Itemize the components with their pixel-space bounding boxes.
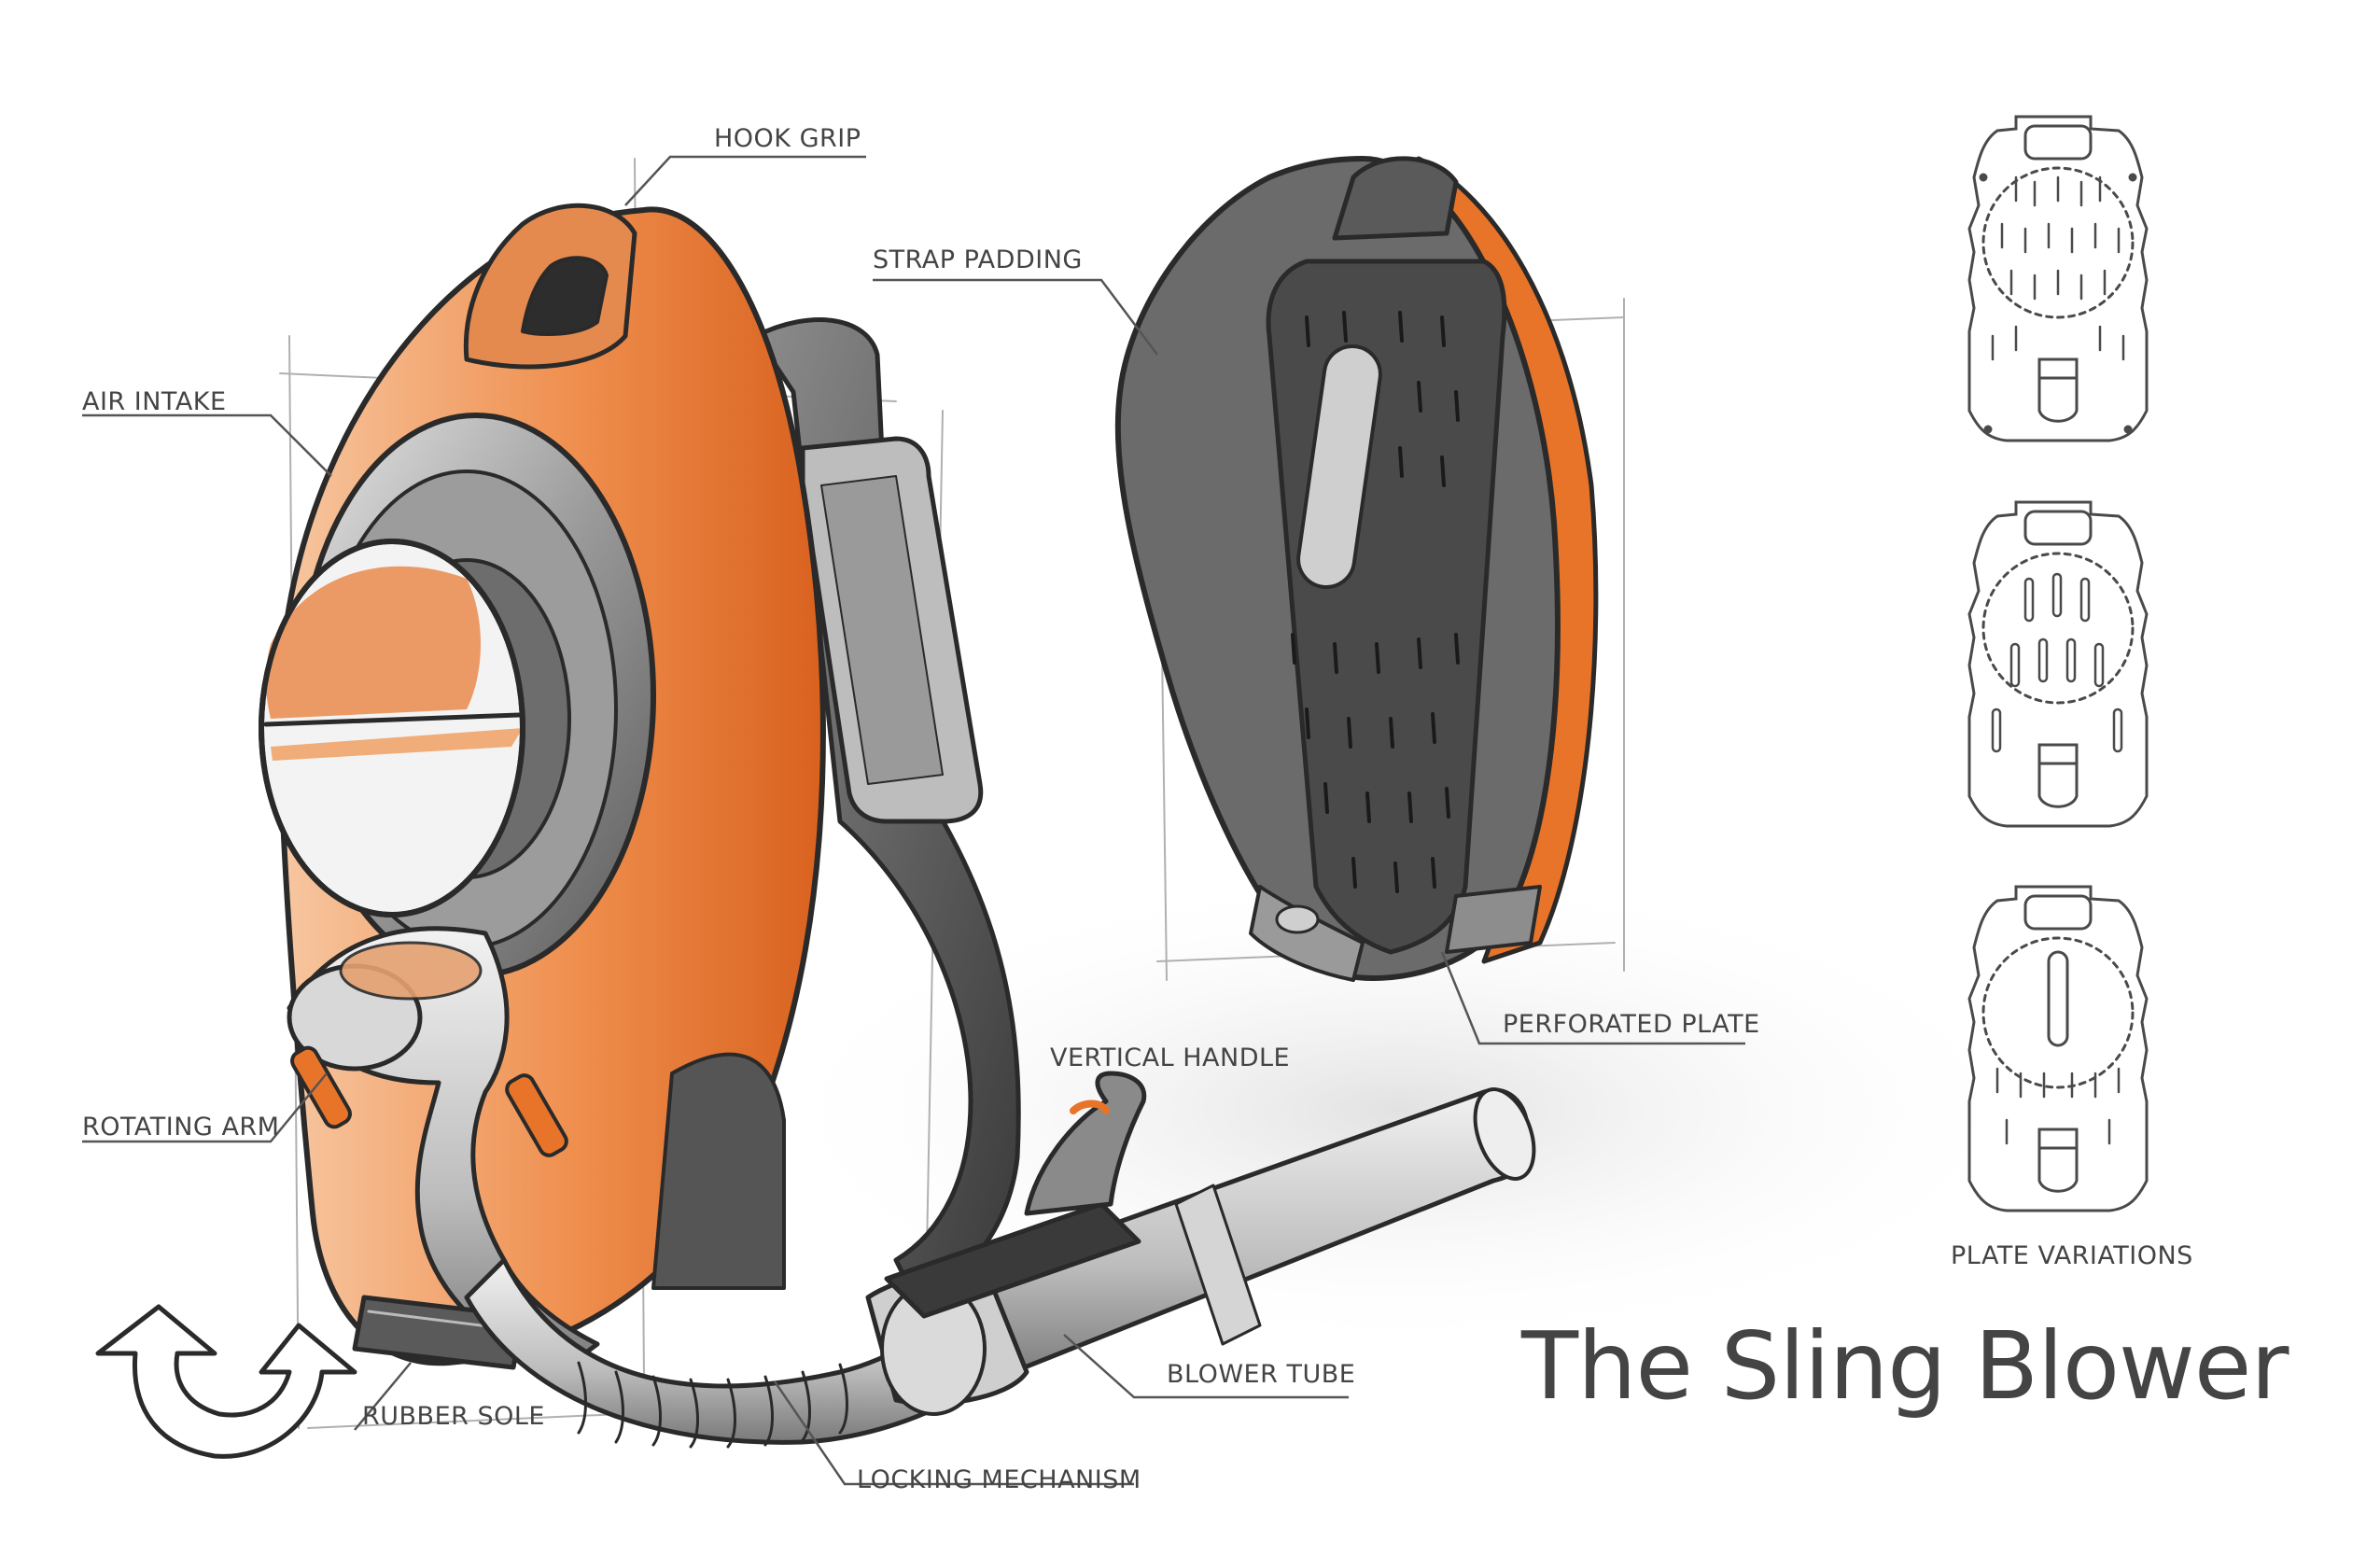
callout-leaders — [82, 155, 1745, 1486]
label-air-intake: AIR INTAKE — [82, 387, 227, 416]
label-rubber-sole: RUBBER SOLE — [362, 1402, 545, 1431]
page-title: The Sling Blower — [1521, 1311, 2289, 1421]
plate-variation-2 — [1967, 500, 2149, 828]
plate-variation-3 — [1967, 885, 2149, 1212]
plate-variation-1 — [1967, 115, 2149, 442]
label-hook-grip: HOOK GRIP — [714, 124, 861, 153]
label-blower-tube: BLOWER TUBE — [1167, 1360, 1356, 1389]
label-plate-variations: PLATE VARIATIONS — [1951, 1241, 2193, 1270]
rotation-arrows-icon — [95, 1304, 357, 1459]
label-perforated-plate: PERFORATED PLATE — [1503, 1010, 1760, 1039]
plate-variations — [1967, 115, 2149, 1212]
label-rotating-arm: ROTATING ARM — [82, 1113, 280, 1142]
blower-side-view — [259, 158, 1536, 1449]
blower-back-view — [1114, 156, 1625, 982]
label-locking-mechanism: LOCKING MECHANISM — [857, 1465, 1141, 1494]
label-strap-padding: STRAP PADDING — [873, 245, 1083, 274]
label-vertical-handle: VERTICAL HANDLE — [1050, 1044, 1291, 1072]
